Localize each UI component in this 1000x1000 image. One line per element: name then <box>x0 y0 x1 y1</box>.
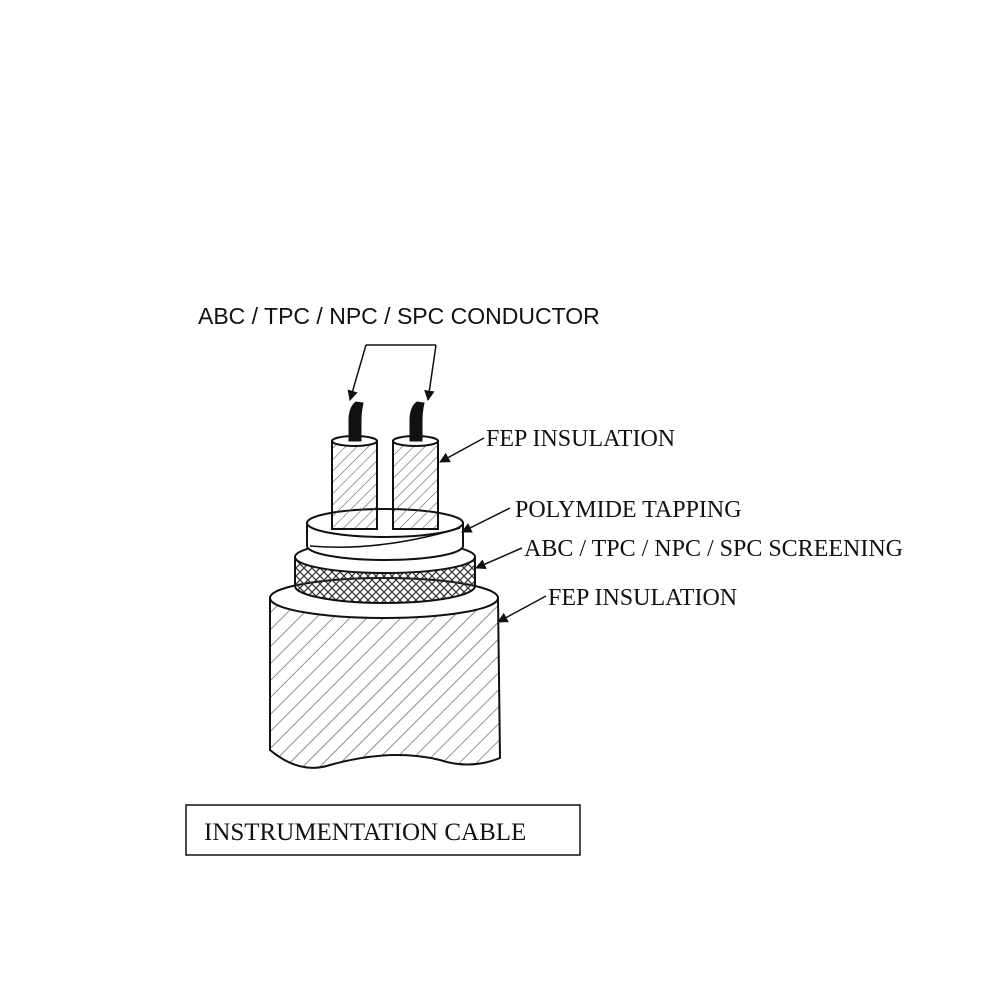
left-conductor <box>348 401 364 442</box>
conductor-leader-right <box>424 344 437 402</box>
outer-insulation-label: FEP INSULATION <box>548 585 737 611</box>
leader-lines <box>347 344 547 623</box>
screening-leader <box>475 547 523 570</box>
polymide-tapping-layer <box>306 508 464 561</box>
right-conductor <box>409 401 425 442</box>
right-core <box>392 401 439 530</box>
outer-insulation-leader <box>497 595 547 623</box>
tapping-leader <box>461 507 511 533</box>
tapping-label: POLYMIDE TAPPING <box>515 497 742 523</box>
conductor-label: ABC / TPC / NPC / SPC CONDUCTOR <box>198 303 600 329</box>
diagram-title: INSTRUMENTATION CABLE <box>204 819 526 846</box>
outer-fep-insulation <box>269 577 502 769</box>
inner-insulation-label: FEP INSULATION <box>486 426 675 452</box>
title-box: INSTRUMENTATION CABLE <box>185 804 581 856</box>
left-core <box>331 401 378 530</box>
screening-label: ABC / TPC / NPC / SPC SCREENING <box>524 536 903 562</box>
conductor-leader-left <box>347 344 367 402</box>
inner-insulation-leader <box>439 437 485 463</box>
